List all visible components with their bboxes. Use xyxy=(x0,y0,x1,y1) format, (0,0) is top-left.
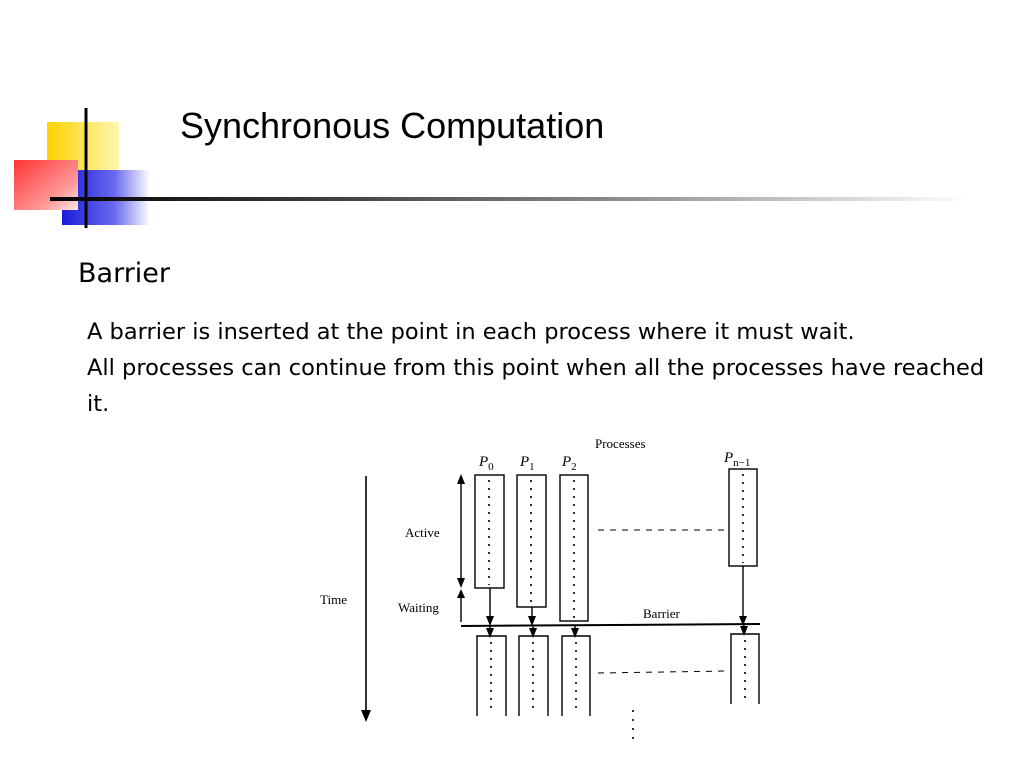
process-1-wait-arrowhead xyxy=(528,616,536,626)
process-2-continue-arrowhead xyxy=(571,628,579,638)
waiting-bracket-top-arrow xyxy=(457,589,465,598)
process-0-active-box xyxy=(474,474,505,589)
process-label-2: P2 xyxy=(561,454,577,473)
section-heading: Barrier xyxy=(78,258,171,289)
body-text: A barrier is inserted at the point in ea… xyxy=(87,314,997,422)
paragraph-1: A barrier is inserted at the point in ea… xyxy=(87,319,855,345)
process-1-continue-arrowhead xyxy=(529,628,537,638)
process-1-active-box xyxy=(516,474,547,608)
barrier-line xyxy=(460,623,761,627)
barrier-diagram: Processes P0 P1 P2 Pn−1 Time Active Wait… xyxy=(320,436,761,742)
slide-title: Synchronous Computation xyxy=(180,105,605,146)
process-0-continue-arrowhead xyxy=(486,628,494,638)
time-label: Time xyxy=(320,592,347,607)
active-bracket-bottom-arrow xyxy=(457,578,465,588)
process-n-continue-arrowhead xyxy=(740,626,748,636)
process-n-wait-arrowhead xyxy=(739,616,747,626)
waiting-label: Waiting xyxy=(398,600,439,615)
process-label-0: P0 xyxy=(478,454,494,473)
next-ellipsis-dashes xyxy=(597,670,728,674)
process-0-next-box xyxy=(476,635,507,716)
process-label-n: Pn−1 xyxy=(723,450,750,469)
logo-red-square xyxy=(14,160,78,210)
title-divider xyxy=(50,197,970,201)
slide-logo-icon xyxy=(14,108,150,228)
process-2-active-box xyxy=(559,474,589,622)
process-0-wait-arrowhead xyxy=(486,616,494,626)
process-2-next-box xyxy=(561,635,591,716)
time-axis-arrowhead xyxy=(361,710,371,722)
process-1-next-box xyxy=(518,635,549,716)
process-label-1: P1 xyxy=(519,454,535,473)
active-label: Active xyxy=(405,525,440,540)
active-bracket-top-arrow xyxy=(457,474,465,484)
barrier-label: Barrier xyxy=(643,606,680,621)
paragraph-2: All processes can continue from this poi… xyxy=(87,355,985,417)
process-n-next-box xyxy=(730,633,760,704)
diagram-header: Processes xyxy=(595,436,646,451)
